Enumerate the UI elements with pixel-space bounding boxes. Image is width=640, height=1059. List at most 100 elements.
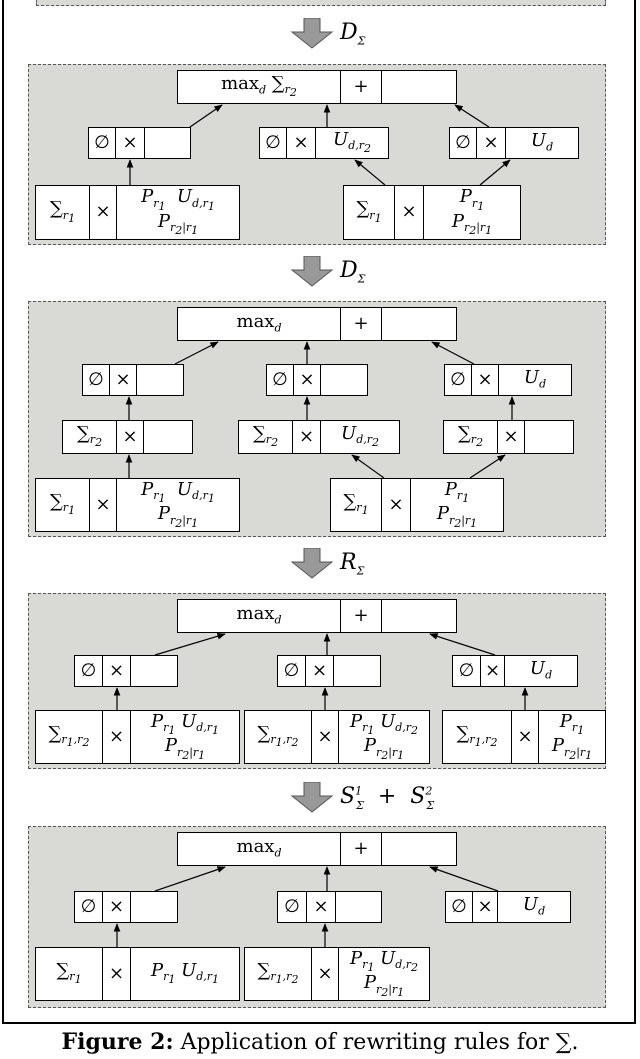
edge (429, 866, 499, 892)
empty-set-cell: ∅ (445, 891, 473, 923)
empty-cell (333, 655, 381, 687)
empty-cell (381, 70, 457, 104)
plus-cell: + (340, 599, 382, 633)
edge (354, 159, 386, 186)
empty-cell (130, 655, 178, 687)
plus-cell: + (340, 70, 382, 104)
caption-text: Application of rewriting rules for ∑. (180, 1030, 579, 1055)
empty-cell (320, 364, 368, 396)
times-cell: × (511, 710, 539, 764)
times-cell: × (89, 478, 117, 532)
empty-cell (381, 599, 457, 633)
rule-d-sigma-1: DΣ (290, 18, 365, 50)
down-arrow-icon (290, 782, 334, 813)
empty-set-cell: ∅ (88, 127, 116, 159)
times-cell: × (394, 185, 424, 240)
times-cell: × (497, 420, 525, 454)
edge (154, 866, 226, 892)
times-cell: × (471, 364, 499, 396)
times-cell: × (102, 891, 131, 923)
down-arrow-icon (290, 548, 334, 579)
rule-label: DΣ (340, 20, 366, 48)
sum-cell: ∑r1,r2 (244, 710, 312, 764)
times-cell: × (292, 420, 321, 454)
product-cell: Pr1 Ud,r1 (130, 947, 240, 1001)
sum-cell: ∑r2 (62, 420, 117, 454)
root-cell: maxd (177, 599, 341, 633)
figure-frame (2, 0, 636, 1024)
edge (154, 632, 226, 656)
times-cell: × (89, 185, 117, 240)
times-cell: × (109, 364, 137, 396)
edge (469, 454, 506, 479)
rule-d-sigma-2: DΣ (290, 256, 365, 288)
figure-caption: Figure 2: Application of rewriting rules… (0, 1026, 640, 1059)
empty-set-cell: ∅ (277, 891, 307, 923)
caption-label: Figure 2: (61, 1029, 174, 1055)
empty-cell (381, 832, 457, 866)
empty-set-cell: ∅ (444, 364, 472, 396)
sum-cell: ∑r1 (343, 185, 395, 240)
times-cell: × (480, 655, 505, 687)
value-cell: Ud (498, 364, 572, 396)
empty-cell (144, 127, 191, 159)
times-cell: × (116, 420, 144, 454)
sum-cell: ∑r2 (238, 420, 293, 454)
sum-cell: ∑r2 (443, 420, 498, 454)
times-cell: × (472, 891, 498, 923)
rule-s-sigma: S1Σ + S2Σ (290, 782, 434, 814)
empty-cell (143, 420, 193, 454)
down-arrow-icon (290, 256, 334, 287)
edge (174, 341, 219, 365)
times-cell: × (115, 127, 145, 159)
root-cell: maxd ∑r2 (177, 70, 341, 104)
plus-cell: + (340, 832, 382, 866)
rule-label: S1Σ + S2Σ (340, 784, 435, 812)
sum-cell: ∑r1 (35, 947, 103, 1001)
empty-set-cell: ∅ (82, 364, 110, 396)
empty-set-cell: ∅ (277, 655, 306, 687)
times-cell: × (381, 478, 411, 532)
value-cell: Ud (505, 127, 579, 159)
previous-panel-edge (36, 0, 606, 6)
edge (454, 104, 490, 128)
rule-label: DΣ (340, 258, 366, 286)
empty-cell (136, 364, 184, 396)
empty-set-cell: ∅ (74, 655, 103, 687)
value-cell: Ud,r2 (315, 127, 389, 159)
sum-cell: ∑r1,r2 (442, 710, 512, 764)
root-cell: maxd (177, 832, 341, 866)
sum-cell: ∑r1,r2 (35, 710, 103, 764)
empty-cell (335, 891, 382, 923)
root-cell: maxd (177, 307, 341, 341)
times-cell: × (311, 710, 339, 764)
rule-r-sigma: RΣ (290, 548, 364, 580)
times-cell: × (306, 891, 336, 923)
empty-cell (381, 307, 457, 341)
sum-cell: ∑r1 (330, 478, 382, 532)
rule-label: RΣ (340, 550, 365, 578)
empty-set-cell: ∅ (266, 364, 294, 396)
edge (431, 341, 475, 365)
edge (429, 633, 496, 656)
value-cell: Ud,r2 (320, 420, 400, 454)
times-cell: × (102, 947, 131, 1001)
empty-set-cell: ∅ (452, 655, 481, 687)
edge (189, 104, 223, 128)
times-cell: × (311, 947, 339, 1001)
empty-set-cell: ∅ (259, 127, 287, 159)
edge (479, 159, 511, 186)
value-cell: Ud (504, 655, 578, 687)
empty-set-cell: ∅ (74, 891, 103, 923)
empty-set-cell: ∅ (449, 127, 477, 159)
times-cell: × (305, 655, 334, 687)
down-arrow-icon (290, 18, 334, 49)
